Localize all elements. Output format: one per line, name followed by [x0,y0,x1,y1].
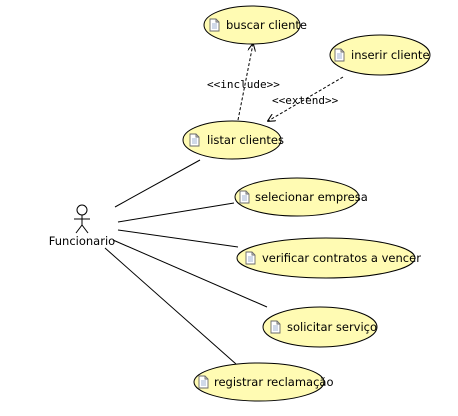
use-case-label: buscar cliente [226,18,307,32]
use-case-label: listar clientes [207,133,284,147]
use-case-buscar-cliente[interactable]: buscar cliente [203,5,307,45]
use-case-label: selecionar empresa [255,190,368,204]
use-case-label: inserir cliente [351,48,430,62]
use-case-selecionar-empresa[interactable]: selecionar empresa [234,177,368,217]
use-case-label: verificar contratos a vencer [262,251,421,265]
document-icon [245,251,256,265]
use-case-listar-clientes[interactable]: listar clientes [182,120,284,160]
document-icon [209,18,220,32]
stick-figure-icon [74,204,90,234]
include-label: <<include>> [207,78,280,91]
document-icon [270,320,281,334]
document-icon [239,190,250,204]
extend-label: <<extend>> [272,94,339,107]
document-icon [189,133,200,147]
assoc-solicitar-servico [112,239,268,308]
include-arrow [237,44,253,121]
assoc-selecionar-empresa [117,202,235,223]
use-case-inserir-cliente[interactable]: inserir cliente [329,34,431,76]
use-case-verificar-contratos[interactable]: verificar contratos a vencer [236,237,421,279]
document-icon [198,375,209,389]
use-case-solicitar-servico[interactable]: solicitar serviço [262,306,378,348]
use-case-label: solicitar serviço [287,320,377,334]
actor-funcionario[interactable]: Funcionario [49,204,115,248]
use-case-registrar-reclamacao[interactable]: registrar reclamação [193,362,333,402]
assoc-verificar-contratos [117,229,239,248]
actor-label: Funcionario [49,234,115,248]
use-case-label: registrar reclamação [214,375,333,389]
document-icon [334,48,345,62]
assoc-listar-clientes [114,159,201,208]
assoc-registrar-reclamacao [104,247,237,365]
associations [104,159,268,365]
extend-arrow [268,76,344,121]
